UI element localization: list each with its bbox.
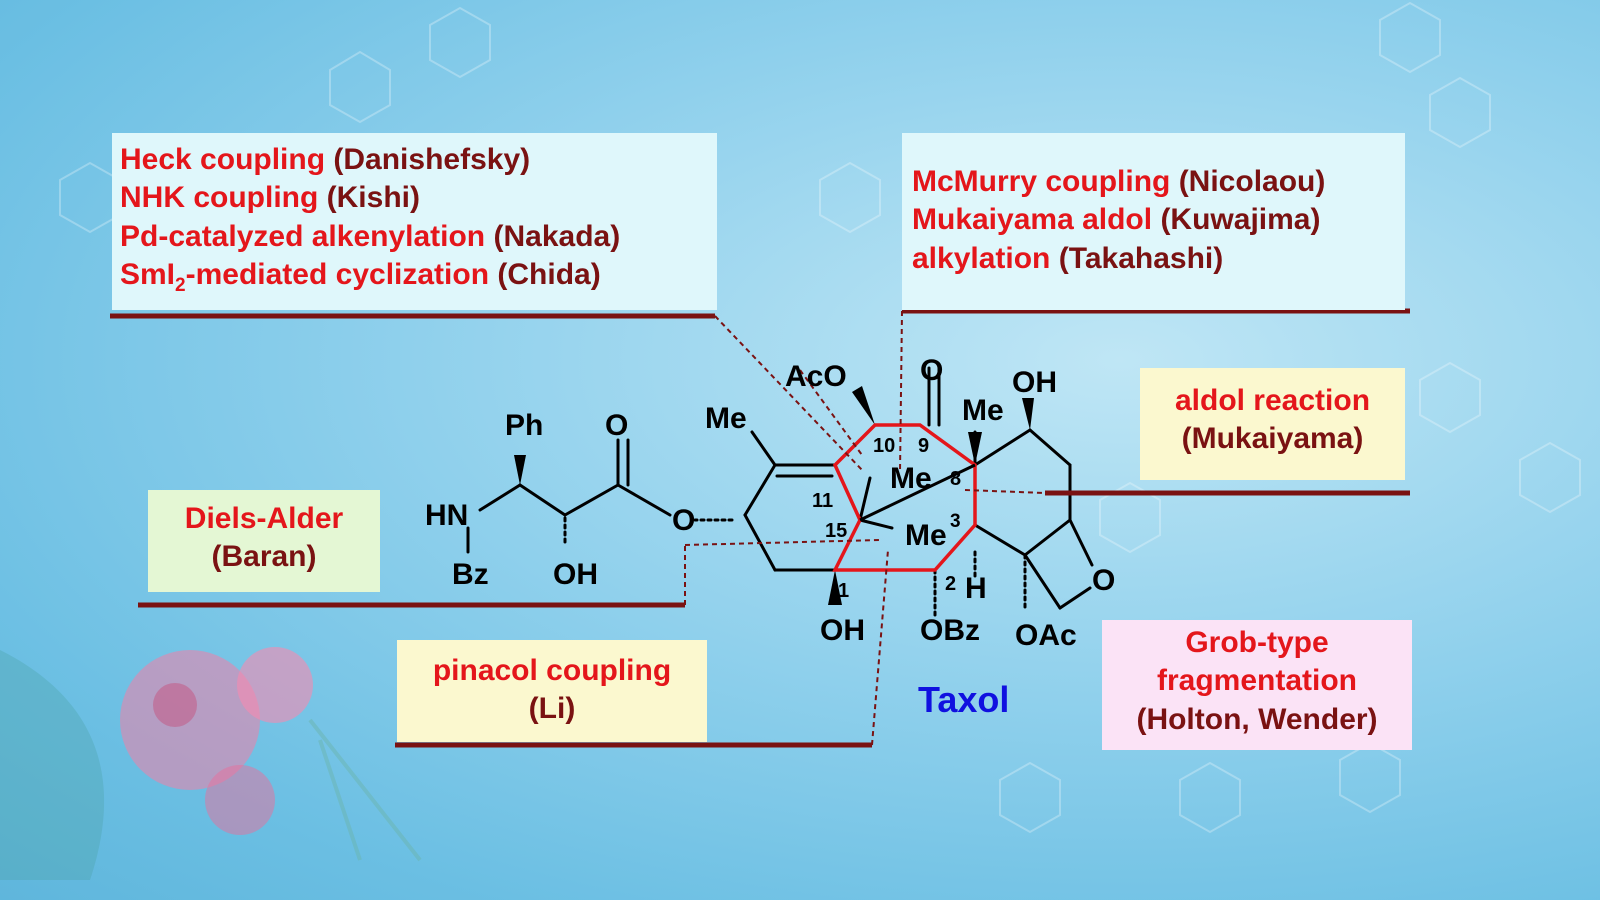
method-label: aldol reaction: [1174, 384, 1371, 417]
method-row: McMurry coupling (Nicolaou): [912, 165, 1326, 198]
ester-o-label: O: [672, 504, 695, 537]
ring-bond-15-8: [859, 463, 976, 522]
box-pinacol: pinacol coupling (Li): [397, 640, 707, 742]
ketone-o-label: O: [920, 354, 943, 387]
method-row: NHK coupling (Kishi): [120, 181, 420, 215]
me-center-label: Me: [890, 462, 932, 495]
box-top-left-methods: Heck coupling (Danishefsky) NHK coupling…: [112, 133, 717, 310]
hn-label: HN: [425, 499, 468, 532]
wedge-bonds: [514, 386, 1034, 605]
method-row: Pd-catalyzed alkenylation (Nakada): [120, 219, 621, 253]
me-left-label: Me: [705, 402, 747, 435]
me-center2-label: Me: [905, 519, 947, 552]
h-label: H: [965, 572, 987, 605]
box-top-right-methods: McMurry coupling (Nicolaou) Mukaiyama al…: [902, 133, 1405, 310]
bz-label: Bz: [452, 558, 489, 591]
position-labels: 10 9 8 11 15 1 2: [812, 435, 961, 602]
leader-lines: [110, 308, 1410, 748]
author-label: (Li): [528, 692, 576, 726]
method-label-2: fragmentation: [1156, 664, 1357, 698]
box-aldol: aldol reaction (Mukaiyama): [1140, 368, 1405, 480]
hexagon-pattern: [59, 1, 1581, 834]
position-1: 1: [838, 580, 849, 602]
oac-label: OAc: [1015, 619, 1077, 652]
molecule-bonds: [466, 366, 1094, 617]
aco-label: AcO: [785, 360, 847, 393]
author-label: (Mukaiyama): [1181, 422, 1364, 456]
method-label: Diels-Alder: [184, 502, 344, 535]
atom-labels: AcO O OH Me Me Me Me 3 Ph O HN Bz OH O O…: [425, 354, 1115, 652]
oh-top-label: OH: [1012, 366, 1057, 399]
box-diels-alder: Diels-Alder (Baran): [148, 490, 380, 592]
eight-membered-ring: [832, 423, 977, 572]
method-row: alkylation (Takahashi): [912, 241, 1224, 275]
author-label: (Holton, Wender): [1136, 702, 1378, 736]
method-row: Heck coupling (Danishefsky): [120, 143, 531, 176]
position-15: 15: [825, 520, 847, 542]
position-8: 8: [950, 468, 961, 490]
oxetane-o-label: O: [1092, 564, 1115, 597]
obz-label: OBz: [920, 614, 980, 647]
sup3-label: 3: [950, 511, 961, 532]
me-top-label: Me: [962, 394, 1004, 427]
oh-bottom-label: OH: [820, 614, 865, 647]
method-row: SmI2-mediated cyclization (Chida): [120, 258, 601, 297]
position-11: 11: [812, 490, 833, 512]
amide-o-label: O: [605, 409, 628, 442]
author-label: (Baran): [211, 540, 317, 574]
method-label: pinacol coupling: [432, 654, 672, 687]
molecule-name: Taxol: [918, 679, 1009, 720]
position-10: 10: [873, 435, 895, 457]
position-2: 2: [945, 573, 956, 595]
method-row: Mukaiyama aldol (Kuwajima): [912, 203, 1321, 237]
oh-side-label: OH: [553, 558, 598, 591]
method-label-1: Grob-type: [1185, 626, 1329, 659]
ph-label: Ph: [505, 409, 543, 442]
position-9: 9: [918, 435, 929, 457]
berry-decoration: [0, 647, 422, 880]
box-grob: Grob-type fragmentation (Holton, Wender): [1102, 620, 1412, 750]
